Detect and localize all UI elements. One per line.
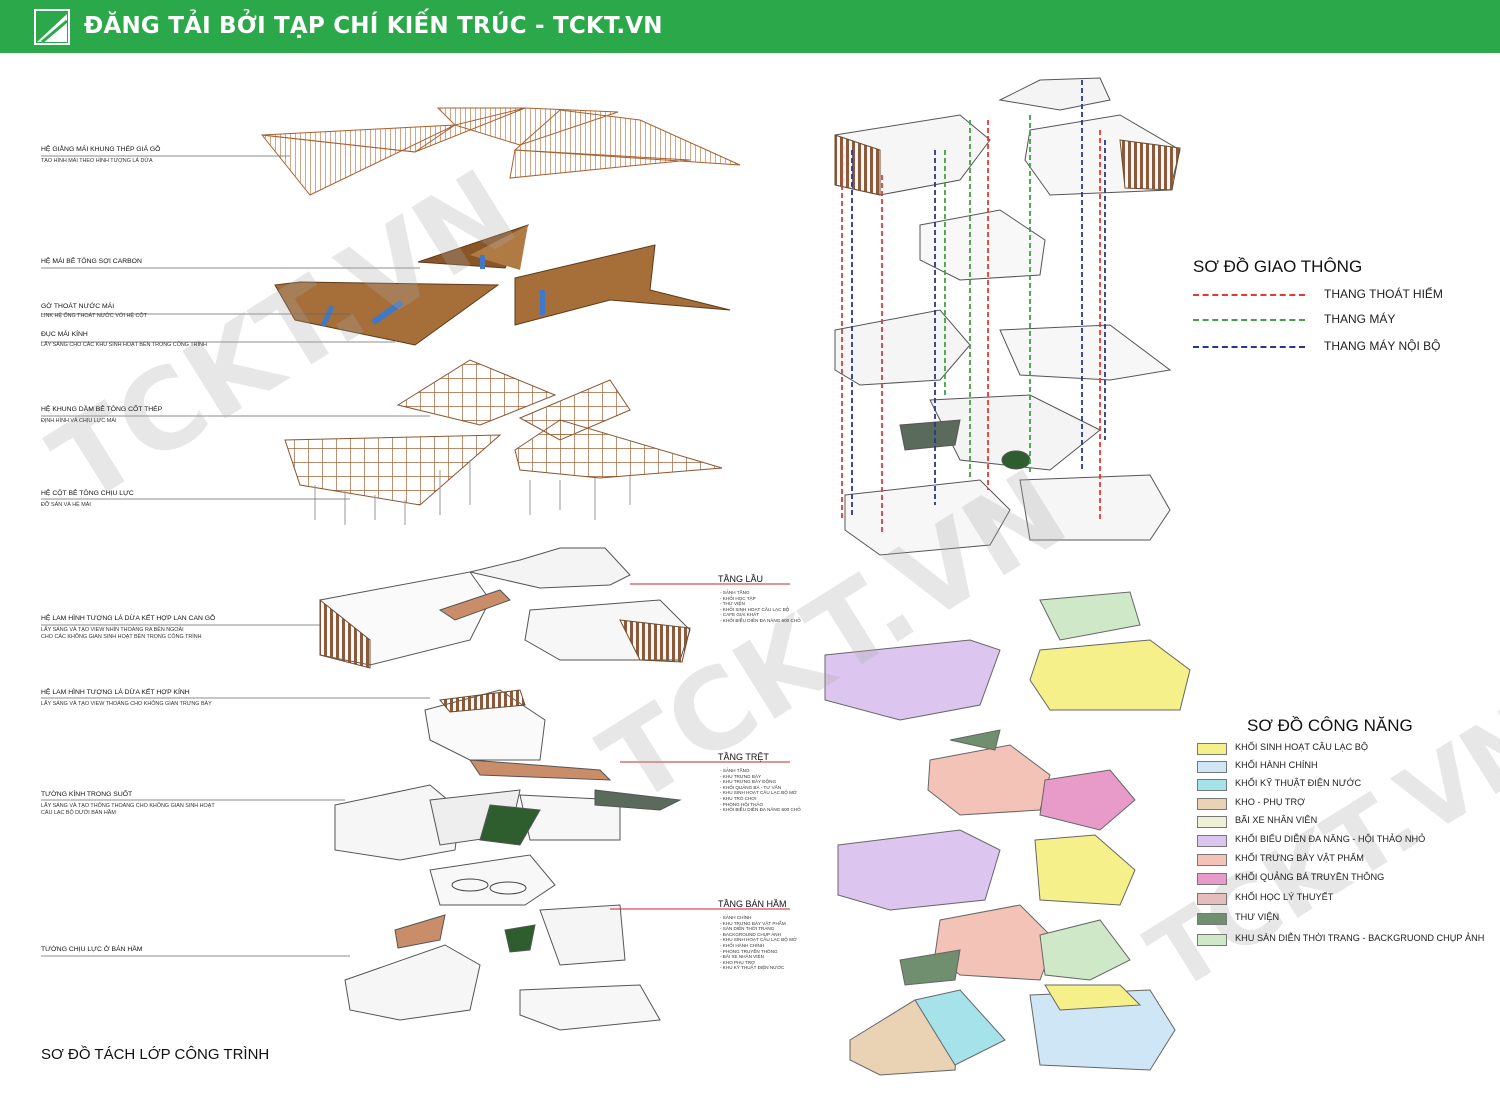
function-diagram (824, 591, 1191, 1076)
traffic-legend-item: THANG MÁY (1193, 312, 1473, 327)
legend-swatch (1197, 913, 1227, 925)
annotation-title: HỆ GIẰNG MÁI KHUNG THÉP GIẢ GỖ (41, 146, 161, 153)
legend-label: KHỐI TRƯNG BÀY VẬT PHẨM (1235, 853, 1364, 863)
annotation-sub: LẤY SÁNG CHO CÁC KHU SINH HOẠT BÊN TRONG… (41, 342, 207, 348)
bottom-title: SƠ ĐỒ TÁCH LỚP CÔNG TRÌNH (41, 1046, 270, 1063)
beam-grid-layer (284, 359, 723, 525)
logo-icon (34, 9, 70, 45)
legend-label: KHO - PHỤ TRỢ (1235, 797, 1305, 807)
annotation-sub: TẠO HÌNH MÁI THEO HÌNH TƯỢNG LÁ DỪA (41, 158, 153, 164)
legend-swatch (1197, 873, 1227, 885)
annotation-title: ĐỤC MÁI KÍNH (41, 331, 88, 338)
annotation-title: HỆ KHUNG DẦM BÊ TÔNG CỐT THÉP (41, 406, 163, 413)
legend-line-green (1193, 319, 1305, 321)
annotation-title: GỜ THOÁT NƯỚC MÁI (41, 303, 115, 310)
annotation-title: HỆ MÁI BÊ TÔNG SỢI CARBON (41, 258, 142, 265)
legend-swatch (1197, 893, 1227, 905)
floor-label-ground: TẦNG TRỆT (718, 752, 769, 762)
legend-line-blue (1193, 346, 1305, 348)
annotation-sub: LẤY SÁNG VÀ TẠO THÔNG THOÁNG CHO KHÔNG G… (41, 803, 215, 816)
legend-swatch (1197, 835, 1227, 847)
legend-label: KHỐI HÀNH CHÍNH (1235, 760, 1318, 770)
function-legend-item: KHỐI SINH HOẠT CÂU LẠC BỘ (1197, 742, 1497, 755)
function-legend-item: BÃI XE NHÂN VIÊN (1197, 815, 1497, 828)
roof-bracing-layer (260, 107, 741, 196)
legend-label: KHU SÀN DIỄN THỜI TRANG - BACKGRUOND CHỤ… (1235, 933, 1485, 943)
traffic-legend-title: SƠ ĐỒ GIAO THÔNG (1193, 257, 1363, 276)
circulation-lines (841, 80, 1106, 535)
legend-swatch (1197, 798, 1227, 810)
header-bar: ĐĂNG TẢI BỞI TẠP CHÍ KIẾN TRÚC - TCKT.VN (0, 0, 1500, 53)
annotation-title: HỆ LAM HÌNH TƯỢNG LÁ DỪA KẾT HỢP LAN CAN… (41, 615, 216, 622)
function-legend-item: THƯ VIỆN (1197, 912, 1497, 925)
traffic-legend-item: THANG THOÁT HIỂM (1193, 287, 1473, 302)
legend-label: KHỐI SINH HOẠT CÂU LẠC BỘ (1235, 742, 1369, 752)
legend-label: KHỐI QUẢNG BÁ TRUYỀN THÔNG (1235, 872, 1385, 882)
floor-label-basement: TẦNG BÁN HẦM (718, 899, 787, 909)
annotation-sub: LINK HỆ ỐNG THOÁT NƯỚC VỚI HỆ CỘT (41, 313, 147, 319)
annotation-sub: ĐỠ SÀN VÀ HỆ MÁI (41, 502, 91, 508)
upper-floor-plan (319, 547, 691, 669)
floor-items-basement: - SẢNH CHÍNH - KHU TRƯNG BÀY VẬT PHẨM - … (720, 915, 797, 971)
legend-label: KHỐI HỌC LÝ THUYẾT (1235, 892, 1334, 902)
legend-swatch (1197, 761, 1227, 773)
annotation-title: HỆ CỘT BÊ TÔNG CHỊU LỰC (41, 490, 134, 497)
function-legend-item: KHỐI HÀNH CHÍNH (1197, 760, 1497, 773)
annotation-title: TƯỜNG CHỊU LỰC Ở BÁN HẦM (41, 946, 143, 953)
floor-items-upper: - SẢNH TẦNG - KHỐI HỌC TẬP - THƯ VIỆN - … (720, 590, 801, 623)
traffic-legend-item: THANG MÁY NỘI BỘ (1193, 339, 1473, 354)
legend-swatch (1197, 816, 1227, 828)
legend-label: BÃI XE NHÂN VIÊN (1235, 815, 1318, 825)
function-legend-item: KHO - PHỤ TRỢ (1197, 797, 1497, 810)
legend-label: THANG MÁY (1324, 312, 1396, 326)
ground-floor-plan (334, 689, 682, 861)
annotation-sub: LẤY SÁNG VÀ TẠO VIEW NHÌN THOÁNG RA BÊN … (41, 627, 202, 640)
legend-swatch (1197, 743, 1227, 755)
annotation-sub: ĐỊNH HÌNH VÀ CHỊU LỰC MÁI (41, 418, 117, 424)
legend-line-red (1193, 294, 1305, 296)
legend-label: KHỐI BIỂU DIỄN ĐA NĂNG - HỘI THẢO NHỎ (1235, 834, 1426, 844)
legend-swatch (1197, 779, 1227, 791)
header-title: ĐĂNG TẢI BỞI TẠP CHÍ KIẾN TRÚC - TCKT.VN (84, 13, 663, 39)
function-legend-item: KHỐI HỌC LÝ THUYẾT (1197, 892, 1497, 905)
function-legend-item: KHỐI KỸ THUẬT ĐIỆN NƯỚC (1197, 778, 1497, 791)
function-legend-item: KHỐI TRƯNG BÀY VẬT PHẨM (1197, 853, 1497, 866)
traffic-diagram (834, 77, 1181, 556)
function-legend-title: SƠ ĐỒ CÔNG NĂNG (1247, 716, 1413, 735)
legend-swatch (1197, 854, 1227, 866)
annotation-sub: LẤY SÁNG VÀ TẠO VIEW THOÁNG CHO KHÔNG GI… (41, 701, 212, 707)
floor-label-upper: TẦNG LẦU (718, 574, 764, 584)
carbon-roof-layer (274, 224, 731, 346)
legend-label: THANG THOÁT HIỂM (1324, 287, 1443, 301)
legend-swatch (1197, 934, 1227, 946)
basement-floor-plan (344, 854, 661, 1031)
legend-label: THƯ VIỆN (1235, 912, 1280, 922)
floor-items-ground: - SẢNH TẦNG - KHU TRƯNG BÀY - KHU TRƯNG … (720, 768, 801, 813)
function-legend-item: KHỐI QUẢNG BÁ TRUYỀN THÔNG (1197, 872, 1497, 885)
function-legend-item: KHỐI BIỂU DIỄN ĐA NĂNG - HỘI THẢO NHỎ (1197, 834, 1497, 847)
annotation-title: TƯỜNG KÍNH TRONG SUỐT (41, 791, 133, 798)
legend-label: KHỐI KỸ THUẬT ĐIỆN NƯỚC (1235, 778, 1362, 788)
function-legend-item: KHU SÀN DIỄN THỜI TRANG - BACKGRUOND CHỤ… (1197, 933, 1497, 946)
annotation-title: HỆ LAM HÌNH TƯỢNG LÁ DỪA KẾT HỢP KÍNH (41, 689, 190, 696)
legend-label: THANG MÁY NỘI BỘ (1324, 339, 1441, 353)
